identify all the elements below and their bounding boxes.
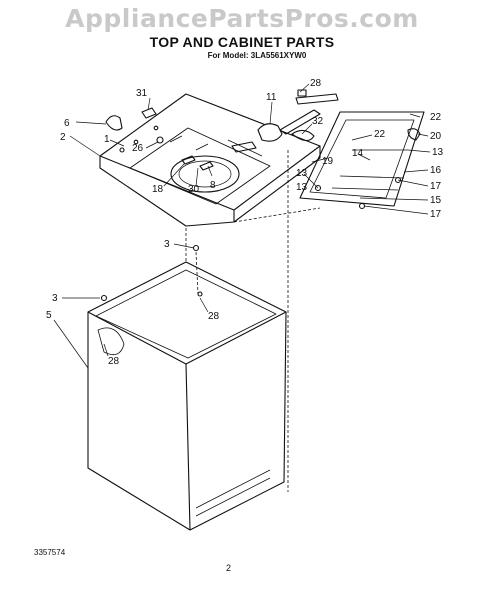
- callout: 3: [164, 239, 170, 250]
- callout: 6: [64, 118, 70, 129]
- page-number: 2: [226, 563, 232, 573]
- callout: 31: [136, 88, 148, 99]
- callout: 17: [430, 181, 442, 192]
- callout: 22: [374, 129, 386, 140]
- callout: 30: [188, 184, 200, 195]
- lid-switch-assembly: [231, 93, 339, 153]
- callout: 19: [322, 156, 334, 167]
- callout: 15: [430, 195, 442, 206]
- callout: 18: [152, 184, 164, 195]
- assembly-guide-lines: [185, 150, 321, 492]
- callout: 11: [266, 92, 277, 103]
- watermark: AppliancePartsPros.com: [65, 4, 419, 33]
- model-subtitle: For Model: 3LA5561XYW0: [207, 51, 307, 60]
- callout: 8: [210, 180, 216, 191]
- callout: 14: [352, 148, 364, 159]
- callout: 13: [432, 147, 444, 158]
- callout: 16: [430, 165, 442, 176]
- callout: 13: [296, 182, 308, 193]
- callout: 17: [430, 209, 442, 220]
- callout: 3: [52, 293, 58, 304]
- callout: 28: [310, 78, 322, 89]
- callout: 5: [46, 310, 52, 321]
- callout: 20: [430, 131, 442, 142]
- callout: 1: [104, 134, 110, 145]
- callout: 26: [132, 143, 144, 154]
- callout: 13: [296, 168, 308, 179]
- diagram-title: TOP AND CABINET PARTS: [149, 34, 335, 50]
- washer-top-panel: [99, 93, 321, 227]
- document-number: 3357574: [34, 548, 66, 557]
- callout: 28: [108, 356, 120, 367]
- callout: 22: [430, 112, 442, 123]
- callout: 2: [60, 132, 66, 143]
- callout: 32: [312, 116, 324, 127]
- washer-cabinet: [87, 244, 287, 531]
- leader-lines: [53, 83, 431, 369]
- callout: 28: [208, 311, 220, 322]
